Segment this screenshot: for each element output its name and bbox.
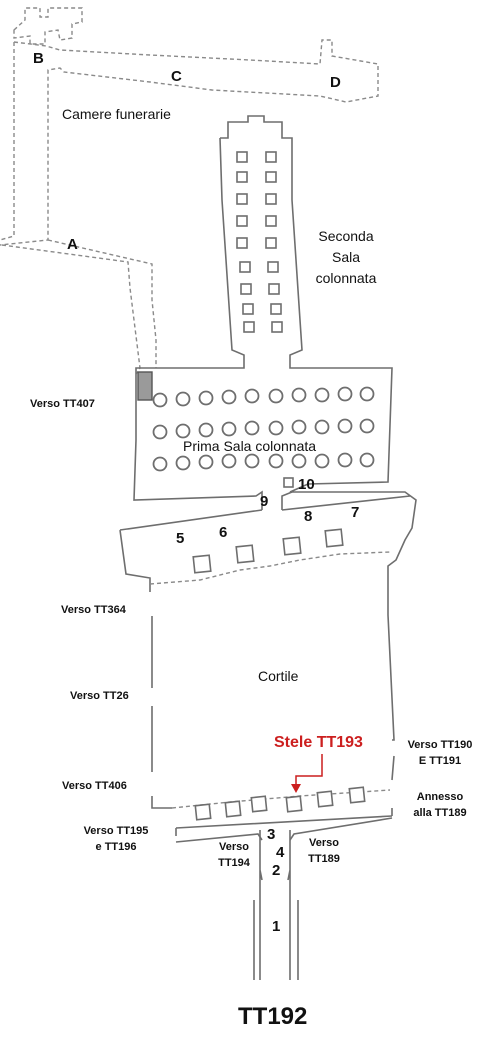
number-1: 1 — [272, 918, 281, 935]
label-courtyard: Cortile — [258, 668, 299, 684]
label-toward-tt195-196: Verso TT195 e TT196 — [83, 825, 149, 853]
number-10: 10 — [298, 476, 315, 493]
label-toward-tt26: Verso TT26 — [70, 690, 129, 702]
label-toward-tt406: Verso TT406 — [62, 780, 127, 792]
courtyard-front-wall — [175, 815, 393, 843]
courtyard-pillars — [194, 786, 366, 821]
label-d: D — [330, 74, 341, 91]
courtyard-left-wall — [151, 616, 172, 809]
label-first-hall: Prima Sala colonnata — [183, 438, 317, 454]
stele-pointer — [295, 754, 323, 790]
label-b: B — [33, 50, 44, 67]
label-annex-tt189: Annesso alla TT189 — [413, 791, 467, 819]
label-toward-tt189: Verso TT189 — [308, 837, 340, 865]
label-toward-tt190-191: Verso TT190 E TT191 — [407, 739, 473, 767]
portico-walls — [119, 495, 411, 592]
label-toward-tt407: Verso TT407 — [30, 398, 95, 410]
label-c: C — [171, 68, 182, 85]
corridor-a-lower-dashed — [1, 244, 141, 375]
label-toward-tt194: Verso TT194 — [218, 841, 250, 869]
corridor-a-inner-dashed — [47, 239, 157, 368]
second-hall-left-wall — [133, 137, 263, 510]
corridor-bc-dashed — [0, 39, 379, 246]
number-3: 3 — [267, 826, 276, 843]
label-toward-tt364: Verso TT364 — [61, 604, 126, 616]
first-hall-columns — [152, 386, 375, 472]
number-8: 8 — [304, 508, 313, 525]
second-hall-walls — [220, 115, 417, 741]
entrance-corridor-lines — [253, 900, 299, 980]
number-5: 5 — [176, 530, 185, 547]
label-second-hall: Seconda Sala colonnata — [315, 228, 377, 286]
label-a: A — [67, 236, 78, 253]
corridor-a-dashed — [0, 42, 15, 241]
label-stele-tt193: Stele TT193 — [274, 734, 363, 751]
entrance-corridor-walls — [259, 830, 291, 980]
number-7: 7 — [351, 504, 360, 521]
feature-10-marker — [283, 477, 294, 488]
portico-front-dashed — [149, 551, 391, 585]
corridor-upper-left-dashed — [13, 7, 83, 45]
second-hall-pillars — [236, 151, 283, 333]
portico-pillars — [192, 528, 344, 574]
stele-arrowhead — [291, 784, 301, 793]
number-2: 2 — [272, 862, 281, 879]
courtyard-right-wall — [391, 755, 395, 816]
number-6: 6 — [219, 524, 228, 541]
diagram-title: TT192 — [238, 1003, 308, 1030]
label-burial-chambers: Camere funerarie — [62, 106, 171, 122]
stele-marker — [137, 371, 153, 401]
number-9: 9 — [260, 493, 269, 510]
number-4: 4 — [276, 844, 285, 861]
first-hall-bottom-right — [281, 491, 293, 510]
